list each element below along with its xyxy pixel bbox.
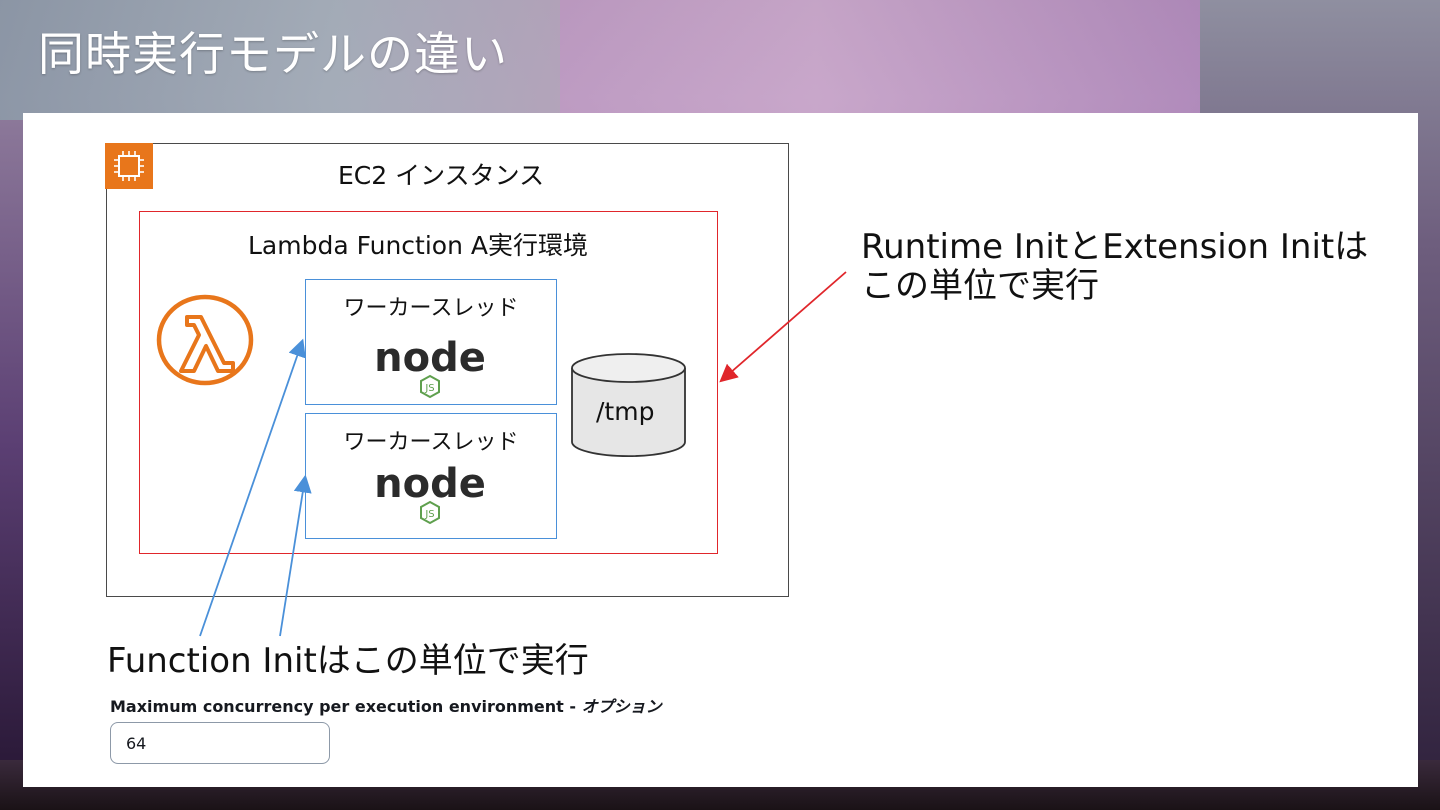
function-init-annotation: Function Initはこの単位で実行	[107, 633, 589, 682]
max-concurrency-input[interactable]	[110, 722, 330, 764]
background-stage-screen	[560, 0, 1200, 120]
optional-tag: オプション	[582, 697, 662, 716]
runtime-init-annotation: Runtime InitとExtension Initは この単位で実行	[861, 228, 1368, 306]
svg-text:JS: JS	[424, 383, 434, 394]
nodejs-logo: node JS	[370, 334, 490, 402]
worker-thread-label: ワーカースレッド	[306, 424, 556, 456]
worker-thread-box: ワーカースレッド node JS	[305, 413, 557, 539]
ec2-instance-title: EC2 インスタンス	[338, 156, 544, 192]
runtime-init-line2: この単位で実行	[861, 267, 1368, 306]
max-concurrency-label: Maximum concurrency per execution enviro…	[110, 693, 662, 717]
slide-title: 同時実行モデルの違い	[38, 18, 508, 84]
svg-text:JS: JS	[424, 509, 434, 520]
runtime-init-line1: Runtime InitとExtension Initは	[861, 228, 1368, 267]
worker-thread-label: ワーカースレッド	[306, 290, 556, 322]
svg-text:node: node	[374, 461, 486, 507]
nodejs-logo: node JS	[370, 460, 490, 528]
tmp-storage-label: /tmp	[596, 397, 654, 426]
worker-thread-box: ワーカースレッド node JS	[305, 279, 557, 405]
svg-text:node: node	[374, 335, 486, 381]
lambda-icon	[154, 293, 256, 387]
lambda-environment-title: Lambda Function A実行環境	[248, 226, 588, 262]
ec2-chip-icon	[105, 143, 153, 189]
max-concurrency-label-text: Maximum concurrency per execution enviro…	[110, 697, 582, 716]
